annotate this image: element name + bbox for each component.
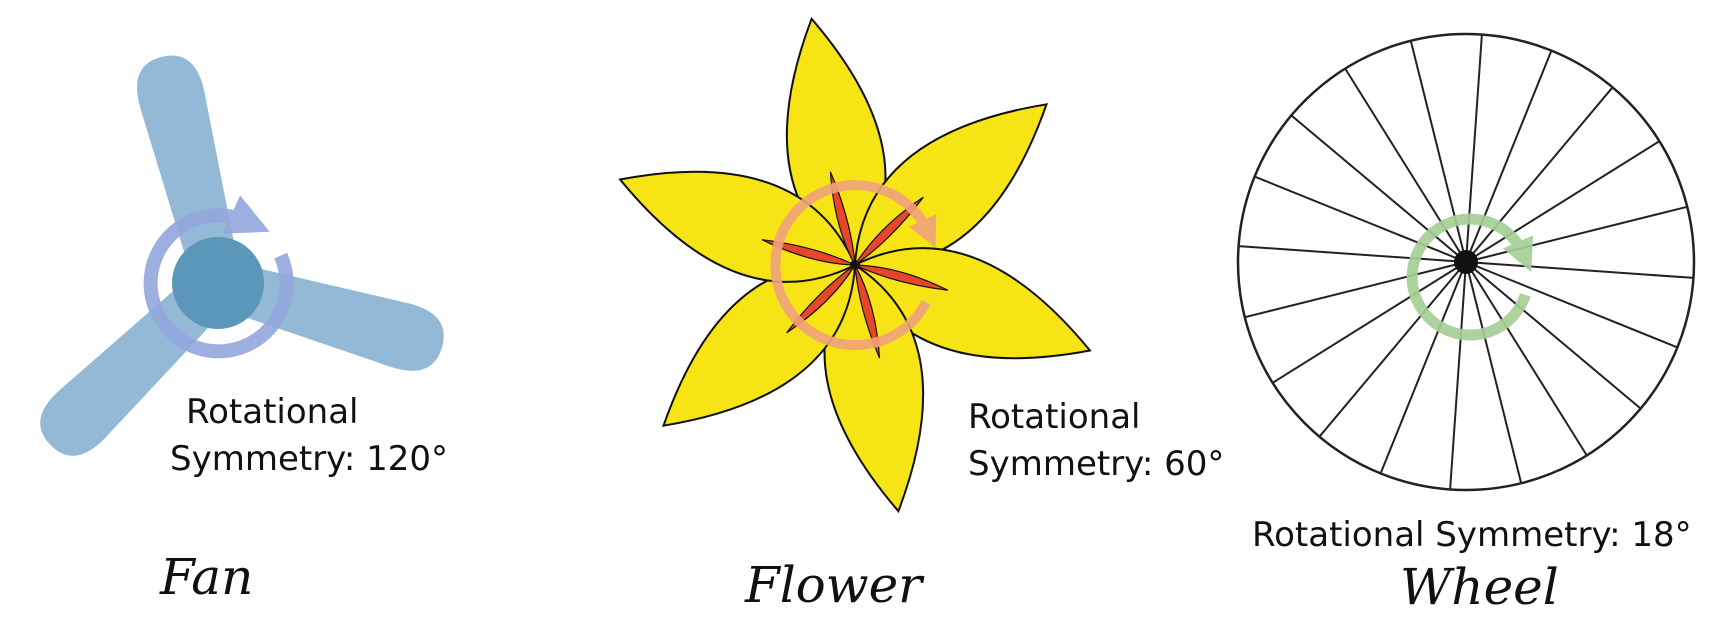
wheel-rotation-arrow-icon — [1406, 213, 1534, 341]
wheel-spokes — [1238, 34, 1694, 490]
fan-symmetry-label: Rotational Symmetry: 120° — [170, 389, 448, 483]
fan-label-line2: Symmetry: 120° — [170, 438, 448, 479]
wheel-spoke — [1254, 175, 1467, 263]
flower-title: Flower — [745, 556, 923, 614]
flower-petal-overlap — [786, 264, 856, 334]
wheel-spoke — [1318, 261, 1467, 438]
fan-blade — [40, 272, 228, 456]
fan-blade — [220, 262, 444, 371]
wheel-illustration — [1236, 32, 1696, 492]
flower-label-line2: Symmetry: 60° — [968, 443, 1225, 484]
wheel-symmetry-label: Rotational Symmetry: 18° — [1252, 515, 1692, 555]
fan-rotation-arrow-icon — [143, 195, 294, 359]
fan-hub — [172, 237, 264, 329]
wheel-spoke — [1465, 140, 1660, 263]
flower-petals — [618, 16, 1092, 514]
flower-petal-overlap — [854, 264, 881, 359]
wheel-hub — [1454, 250, 1478, 274]
fan-title: Fan — [160, 548, 254, 606]
flower-center — [850, 260, 860, 270]
wheel-spoke — [1379, 261, 1467, 474]
flower-petal-overlap — [854, 264, 949, 291]
wheel-spoke — [1465, 261, 1588, 456]
fan-blades — [40, 55, 444, 456]
flower-petal-overlap — [761, 239, 856, 266]
wheel-spoke — [1244, 261, 1467, 319]
flower-petal-overlap — [854, 196, 924, 266]
fan-blade — [137, 55, 239, 280]
wheel-spoke — [1449, 261, 1467, 490]
wheel-spoke — [1238, 245, 1467, 263]
fan-illustration — [40, 55, 444, 456]
wheel-title: Wheel — [1400, 558, 1559, 616]
flower-label-line1: Rotational — [968, 397, 1141, 437]
wheel-rim — [1236, 32, 1696, 492]
flower-rotation-arrow-icon — [770, 180, 937, 351]
flower-illustration — [618, 16, 1092, 514]
wheel-spoke — [1465, 261, 1523, 484]
flower-symmetry-label: Rotational Symmetry: 60° — [968, 394, 1224, 488]
wheel-spoke — [1465, 86, 1614, 263]
wheel-spoke — [1465, 205, 1688, 263]
wheel-spoke — [1290, 114, 1467, 263]
wheel-spoke — [1465, 261, 1678, 349]
wheel-spoke — [1272, 261, 1467, 384]
fan-label-line1: Rotational — [186, 392, 359, 432]
wheel-spoke — [1465, 50, 1553, 263]
wheel-spoke — [1465, 261, 1642, 410]
wheel-spoke — [1344, 68, 1467, 263]
flower-petal-overlap — [829, 171, 856, 266]
